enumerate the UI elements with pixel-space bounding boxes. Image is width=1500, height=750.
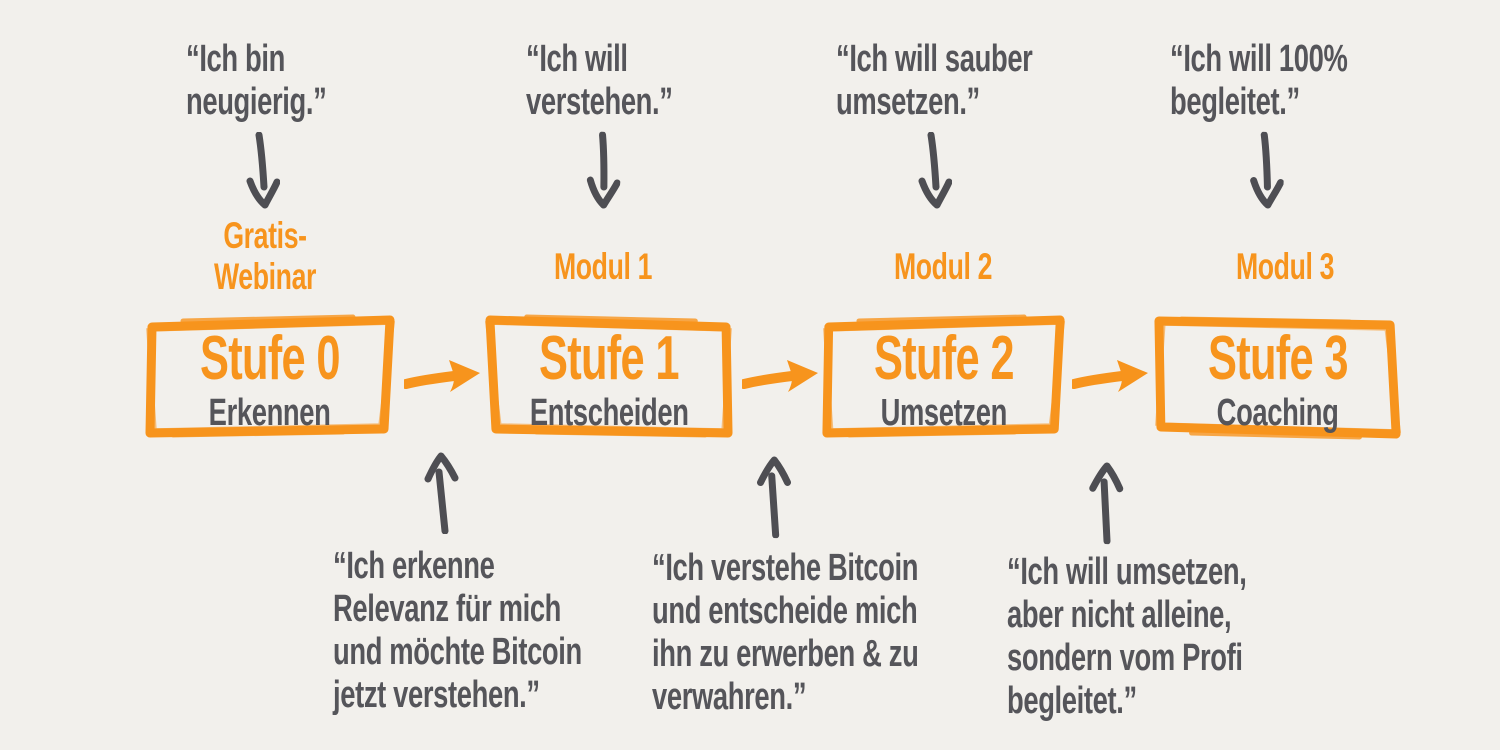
arrow-up-icon <box>424 452 459 534</box>
stage-box-stufe-3: Stufe 3 Coaching <box>1152 314 1403 440</box>
stage-box-stufe-0: Stufe 0 Erkennen <box>143 314 397 440</box>
arrow-down-icon <box>586 131 621 209</box>
arrow-down-icon <box>918 132 952 209</box>
customer-quote-top-1: “Ich bin neugierig.” <box>186 38 327 124</box>
customer-quote-top-2: “Ich will verstehen.” <box>526 38 673 124</box>
hand-drawn-frame <box>1154 316 1402 440</box>
arrow-up-icon <box>756 456 792 539</box>
customer-quote-bottom-1: “Ich erkenne Relevanz für mich und möcht… <box>333 545 582 716</box>
customer-quote-top-3: “Ich will sauber umsetzen.” <box>836 38 1033 124</box>
customer-quote-top-4: “Ich will 100% begleitet.” <box>1170 38 1348 124</box>
customer-quote-bottom-3: “Ich will umsetzen, aber nicht alleine, … <box>1007 551 1247 722</box>
stage-label-modul-1: Modul 1 <box>553 246 653 287</box>
arrow-down-icon <box>246 132 280 209</box>
arrow-right-icon <box>1072 360 1148 392</box>
stage-name: Coaching <box>1216 391 1339 434</box>
stage-label-modul-3: Modul 3 <box>1235 246 1335 287</box>
hand-drawn-frame <box>822 314 1066 438</box>
customer-quote-bottom-2: “Ich verstehe Bitcoin und entscheide mic… <box>652 547 919 718</box>
arrow-up-icon <box>1089 462 1124 545</box>
stage-title: Stufe 2 <box>873 323 1015 393</box>
stage-name: Entscheiden <box>529 391 689 434</box>
stage-title: Stufe 3 <box>1207 323 1349 393</box>
stage-name: Umsetzen <box>880 391 1007 434</box>
arrow-down-icon <box>1250 131 1285 209</box>
stage-label-modul-2: Modul 2 <box>893 246 993 287</box>
arrow-right-icon <box>404 360 480 392</box>
stage-label-gratis-webinar: Gratis- Webinar <box>213 215 317 298</box>
arrow-right-icon <box>742 360 818 392</box>
stage-title: Stufe 1 <box>539 323 680 393</box>
stage-title: Stufe 0 <box>200 323 341 393</box>
hand-drawn-frame <box>145 314 395 438</box>
stage-box-stufe-2: Stufe 2 Umsetzen <box>820 314 1067 440</box>
stage-name: Erkennen <box>209 391 331 434</box>
stage-box-stufe-1: Stufe 1 Entscheiden <box>483 314 735 440</box>
hand-drawn-frame <box>484 314 733 438</box>
